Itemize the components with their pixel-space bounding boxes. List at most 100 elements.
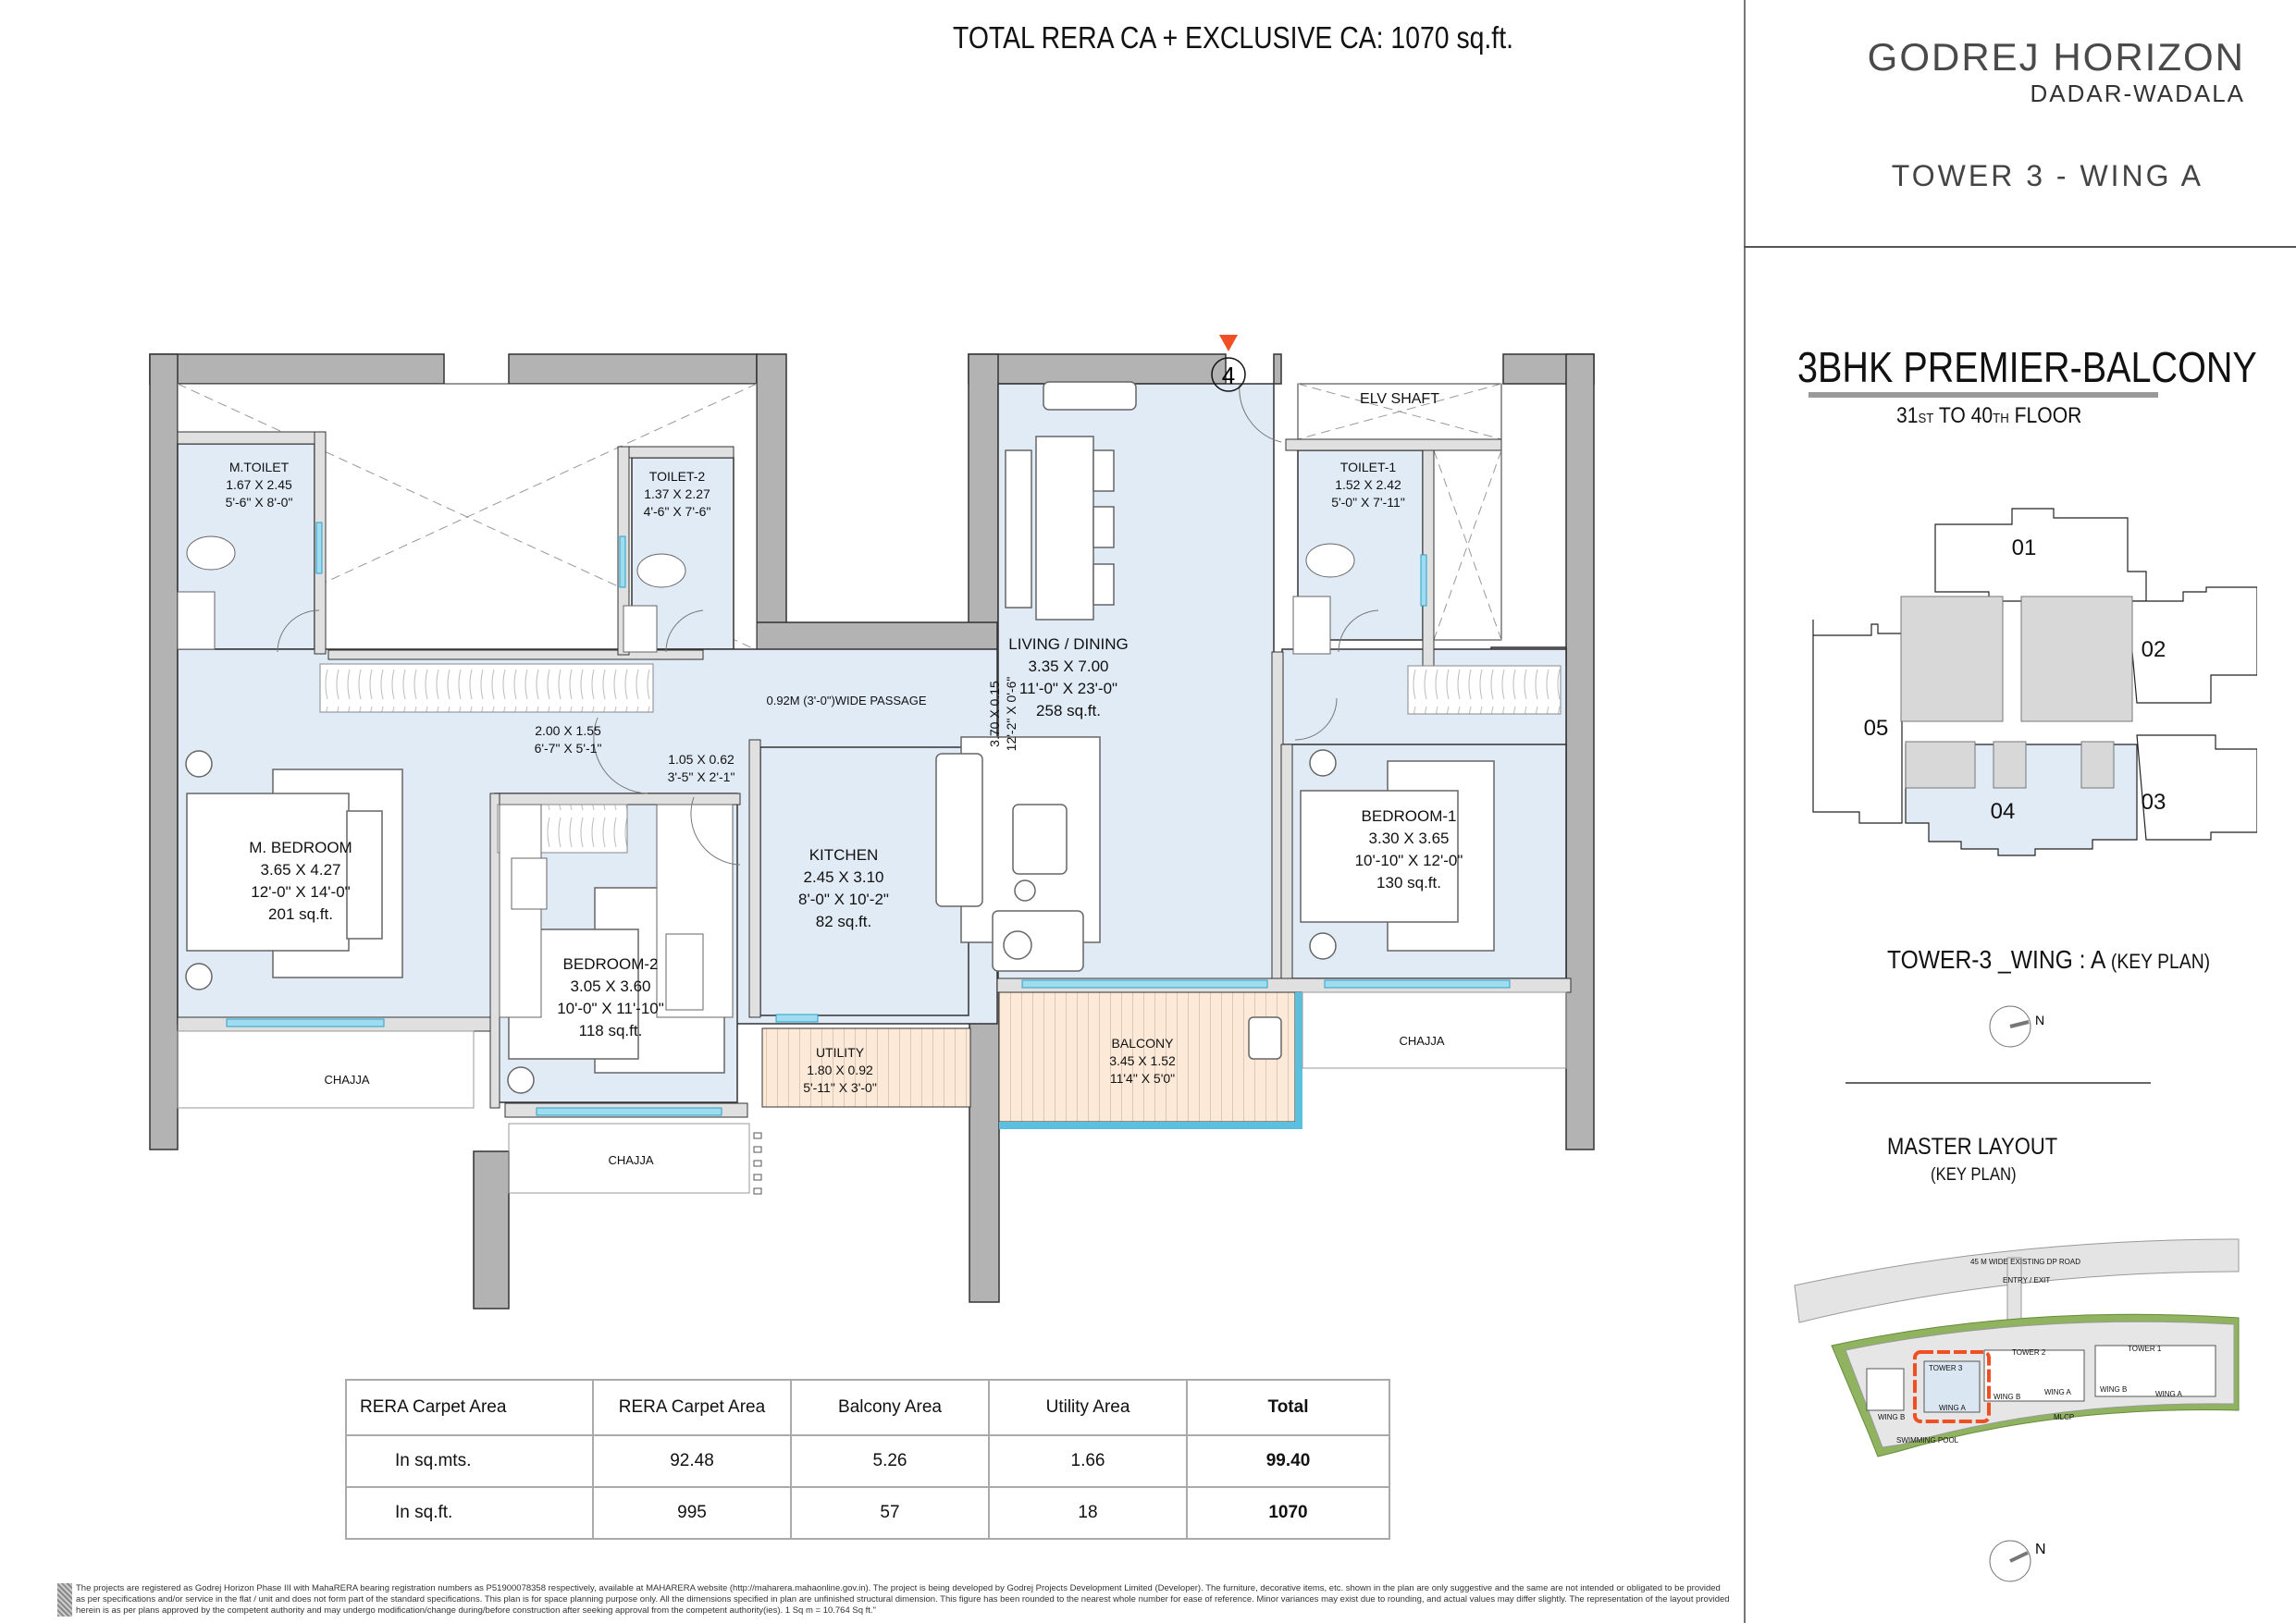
map-label-wing-b: WING B: [1994, 1393, 2020, 1401]
room-dim-imperial: 5'-6" X 8'-0": [226, 495, 293, 510]
room-dim-metric: 2.45 X 3.10: [804, 868, 884, 886]
map-label-tower3: TOWER 3: [1929, 1364, 1963, 1372]
room-dim-metric: 1.52 X 2.42: [1335, 477, 1401, 492]
chajja-gutter: [753, 1132, 762, 1195]
room-label-bedroom-2: BEDROOM-2: [563, 955, 659, 973]
label-chajja: CHAJJA: [608, 1153, 653, 1167]
entry-arrow-icon: [1219, 335, 1238, 351]
legal-disclaimer: The projects are registered as Godrej Ho…: [76, 1583, 1730, 1616]
map-label-wing-a: WING A: [2155, 1390, 2183, 1398]
key-unit-02: 02: [2142, 637, 2166, 662]
table-cell: 5.26: [790, 1434, 990, 1488]
room-dim-imperial: 12'-0" X 14'-0": [251, 883, 350, 901]
room-area: 130 sq.ft.: [1376, 874, 1441, 891]
table-header: Total: [1186, 1379, 1390, 1436]
floor-from: 31: [1896, 403, 1919, 428]
room-label-toilet-1: TOILET-1: [1340, 460, 1397, 474]
table-cell: 1070: [1186, 1486, 1390, 1540]
balcony-deck: [998, 991, 1296, 1123]
dim-b-metric: 1.05 X 0.62: [668, 752, 734, 767]
table-cell: In sq.ft.: [345, 1486, 594, 1540]
table-header: Balcony Area: [790, 1379, 990, 1436]
label-passage: 0.92M (3'-0")WIDE PASSAGE: [766, 694, 926, 707]
floor-to: 40: [1970, 403, 1994, 428]
map-label-tower2: TOWER 2: [2012, 1348, 2046, 1357]
exterior-walls: [149, 353, 1595, 1309]
room-dim-imperial: 11'4" X 5'0": [1110, 1071, 1175, 1086]
utility-deck: [761, 1027, 971, 1108]
tower-2: [1983, 1349, 2085, 1402]
balcony-railing-bottom: [999, 1122, 1302, 1129]
door-swings: [277, 383, 1379, 866]
info-panel: [1744, 0, 2296, 1623]
map-label-road: 45 M WIDE EXISTING DP ROAD: [1970, 1258, 2080, 1266]
map-label-wing-a: WING A: [1939, 1404, 1967, 1412]
floor-to-suffix: TH: [1993, 411, 2009, 426]
area-table: RERA Carpet Area RERA Carpet Area Balcon…: [345, 1379, 1390, 1540]
label-chajja: CHAJJA: [324, 1073, 369, 1087]
room-dim-imperial: 10'-0" X 11'-10": [557, 1000, 664, 1017]
room-dim-imperial: 8'-0" X 10'-2": [798, 891, 889, 908]
table-header: RERA Carpet Area: [592, 1379, 792, 1436]
floor-word: FLOOR: [2008, 403, 2082, 428]
key-unit-04: 04: [1991, 799, 2016, 824]
room-dim-imperial: 4'-6" X 7'-6": [644, 504, 711, 519]
table-header: Utility Area: [988, 1379, 1188, 1436]
table-header-row: RERA Carpet Area RERA Carpet Area Balcon…: [345, 1379, 1390, 1436]
dim-c-metric: 3.70 X 0.15: [987, 681, 1002, 747]
key-unit-01: 01: [2012, 535, 2037, 560]
map-label-pool: SWIMMING POOL: [1896, 1436, 1959, 1445]
project-location: DADAR-WADALA: [2030, 80, 2245, 107]
floor-to-word: TO: [1933, 403, 1971, 428]
tower-1: [2094, 1345, 2216, 1397]
room-label-bedroom-1: BEDROOM-1: [1362, 807, 1457, 825]
map-label-wing-a: WING A: [2044, 1388, 2072, 1396]
wing-a-highlight: [1913, 1350, 1991, 1423]
room-label-balcony: BALCONY: [1112, 1036, 1175, 1051]
key-plan-title: TOWER-3 _WING : A (KEY PLAN): [1887, 945, 2210, 975]
chajja-areas: [177, 991, 1567, 1194]
table-cell: In sq.mts.: [345, 1434, 594, 1488]
key-plan: 01 02 03 04 05: [1812, 508, 2257, 856]
tower-3-wing-a: [1923, 1360, 1981, 1413]
room-dim-metric: 3.35 X 7.00: [1029, 658, 1109, 675]
table-row: In sq.mts. 92.48 5.26 1.66 99.40: [345, 1434, 1390, 1488]
key-unit-05-outline: [1812, 620, 1903, 824]
key-plan-title-text: TOWER-3 _WING : A: [1887, 945, 2105, 974]
floor-plan: 4 M.TOILET 1.67 X 2.45 5'-6" X 8'-0" TOI…: [149, 335, 1595, 1309]
master-layout-title: MASTER LAYOUT: [1887, 1134, 2058, 1160]
room-dim-imperial: 5'-11" X 3'-0": [803, 1080, 877, 1095]
tower-3-wing-b: [1866, 1368, 1905, 1411]
map-label-wing-b: WING B: [1878, 1413, 1905, 1421]
total-area-title: TOTAL RERA CA + EXCLUSIVE CA: 1070 sq.ft…: [953, 20, 1513, 55]
map-label-mlcp: MLCP: [2054, 1413, 2074, 1421]
room-dim-imperial: 11'-0" X 23'-0": [1019, 680, 1117, 697]
room-dim-metric: 1.37 X 2.27: [644, 486, 710, 501]
table-row: In sq.ft. 995 57 18 1070: [345, 1486, 1390, 1540]
label-chajja: CHAJJA: [1399, 1034, 1444, 1048]
balcony-railing: [1295, 992, 1302, 1129]
core-right: [2020, 596, 2133, 722]
map-label-wing-b: WING B: [2100, 1385, 2127, 1394]
qr-code-icon: [57, 1583, 72, 1617]
room-area: 118 sq.ft.: [579, 1022, 643, 1039]
core-left: [1900, 596, 2004, 722]
wardrobe-bedroom-1: [1407, 665, 1562, 715]
key-unit-01-outline: [1934, 508, 2147, 602]
room-dim-metric: 1.80 X 0.92: [807, 1063, 873, 1077]
room-label-master-bedroom: M. BEDROOM: [249, 839, 352, 856]
room-label-living-dining: LIVING / DINING: [1008, 635, 1128, 653]
dim-a-imperial: 6'-7" X 5'-1": [535, 741, 602, 756]
key-shaft: [1993, 741, 2027, 789]
room-dim-imperial: 10'-10" X 12'-0": [1355, 852, 1463, 869]
room-label-utility: UTILITY: [816, 1045, 865, 1060]
map-label-entry: ENTRY / EXIT: [2003, 1276, 2050, 1285]
label-elv-shaft: ELV SHAFT: [1360, 391, 1439, 407]
room-dim-metric: 1.67 X 2.45: [226, 477, 292, 492]
floor-range: 31ST TO 40TH FLOOR: [1896, 403, 2081, 429]
key-shaft: [1905, 741, 1976, 789]
key-unit-03: 03: [2142, 790, 2166, 815]
master-layout-map: 45 M WIDE EXISTING DP ROAD ENTRY / EXIT …: [1794, 1238, 2240, 1457]
dim-b-imperial: 3'-5" X 2'-1": [668, 769, 735, 784]
windows: [226, 522, 1511, 1116]
